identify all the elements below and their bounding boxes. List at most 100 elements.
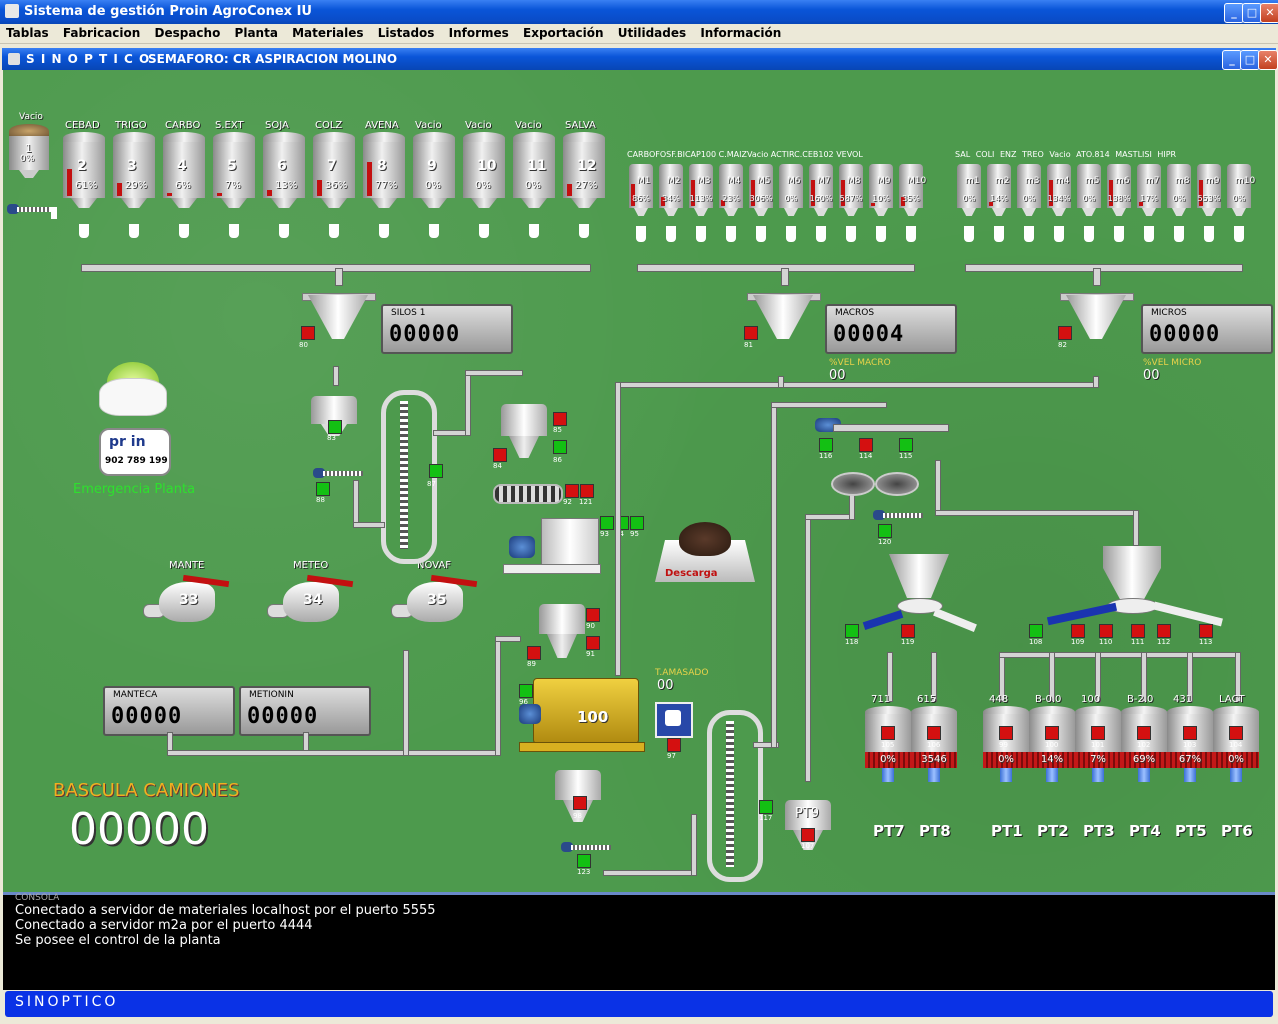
status-83[interactable] bbox=[328, 420, 342, 434]
status-84[interactable] bbox=[493, 448, 507, 462]
status-86[interactable] bbox=[553, 440, 567, 454]
status-118[interactable] bbox=[845, 624, 859, 638]
scale-hopper-micros[interactable] bbox=[1060, 293, 1134, 345]
status-98[interactable] bbox=[573, 796, 587, 810]
status-88[interactable] bbox=[316, 482, 330, 496]
product-silo-status[interactable] bbox=[927, 726, 941, 740]
macro-valve-icon[interactable] bbox=[846, 226, 856, 242]
menu-informacion[interactable]: Información bbox=[700, 26, 782, 40]
status-109[interactable] bbox=[1071, 624, 1085, 638]
micro-valve-icon[interactable] bbox=[1054, 226, 1064, 242]
micro-valve-icon[interactable] bbox=[1084, 226, 1094, 242]
sieve-2[interactable] bbox=[875, 472, 919, 496]
macro-valve-icon[interactable] bbox=[696, 226, 706, 242]
liquid-tank-35[interactable]: 35 bbox=[391, 574, 478, 626]
micro-valve-icon[interactable] bbox=[1204, 226, 1214, 242]
status-81[interactable] bbox=[744, 326, 758, 340]
product-silo-status[interactable] bbox=[1229, 726, 1243, 740]
hammer-mill[interactable] bbox=[503, 518, 601, 576]
status-115[interactable] bbox=[899, 438, 913, 452]
macro-valve-icon[interactable] bbox=[906, 226, 916, 242]
inner-minimize-button[interactable]: _ bbox=[1222, 50, 1242, 70]
menu-fabricacion[interactable]: Fabricacion bbox=[62, 26, 141, 40]
bottom-tab-bar[interactable]: SINOPTICO bbox=[5, 991, 1273, 1017]
status-110[interactable] bbox=[1099, 624, 1113, 638]
status-87[interactable] bbox=[429, 464, 443, 478]
status-82[interactable] bbox=[1058, 326, 1072, 340]
macro-valve-icon[interactable] bbox=[786, 226, 796, 242]
status-111[interactable] bbox=[1131, 624, 1145, 638]
micro-valve-icon[interactable] bbox=[964, 226, 974, 242]
micro-valve-icon[interactable] bbox=[1174, 226, 1184, 242]
hopper-84[interactable] bbox=[501, 404, 547, 464]
status-90[interactable] bbox=[586, 608, 600, 622]
status-116[interactable] bbox=[819, 438, 833, 452]
silo-valve-icon[interactable] bbox=[79, 224, 89, 238]
sieve-1[interactable] bbox=[831, 472, 875, 496]
silo-valve-icon[interactable] bbox=[479, 224, 489, 238]
macro-valve-icon[interactable] bbox=[816, 226, 826, 242]
menu-informes[interactable]: Informes bbox=[448, 26, 509, 40]
status-117[interactable] bbox=[759, 800, 773, 814]
macro-valve-icon[interactable] bbox=[636, 226, 646, 242]
macro-valve-icon[interactable] bbox=[756, 226, 766, 242]
status-93[interactable] bbox=[600, 516, 614, 530]
status-108[interactable] bbox=[1029, 624, 1043, 638]
menu-exportacion[interactable]: Exportación bbox=[523, 26, 604, 40]
status-80[interactable] bbox=[301, 326, 315, 340]
micro-valve-icon[interactable] bbox=[994, 226, 1004, 242]
status-113[interactable] bbox=[1199, 624, 1213, 638]
micro-valve-icon[interactable] bbox=[1144, 226, 1154, 242]
liquid-tank-34[interactable]: 34 bbox=[267, 574, 354, 626]
silo-valve-icon[interactable] bbox=[229, 224, 239, 238]
status-119[interactable] bbox=[901, 624, 915, 638]
micro-valve-icon[interactable] bbox=[1024, 226, 1034, 242]
emergencia-planta-button[interactable]: Emergencia Planta bbox=[73, 482, 196, 497]
micro-valve-icon[interactable] bbox=[1234, 226, 1244, 242]
silo-valve-icon[interactable] bbox=[429, 224, 439, 238]
inner-maximize-button[interactable]: □ bbox=[1240, 50, 1260, 70]
screw-conveyor-120[interactable] bbox=[873, 510, 927, 524]
menu-planta[interactable]: Planta bbox=[234, 26, 278, 40]
status-95[interactable] bbox=[630, 516, 644, 530]
silo-valve-icon[interactable] bbox=[129, 224, 139, 238]
status-123[interactable] bbox=[577, 854, 591, 868]
silo-valve-icon[interactable] bbox=[379, 224, 389, 238]
product-silo-status[interactable] bbox=[1091, 726, 1105, 740]
menu-despacho[interactable]: Despacho bbox=[154, 26, 221, 40]
inner-close-button[interactable]: ✕ bbox=[1258, 50, 1278, 70]
bucket-elevator-2[interactable] bbox=[707, 710, 763, 882]
maximize-button[interactable]: □ bbox=[1242, 3, 1262, 23]
micro-valve-icon[interactable] bbox=[1114, 226, 1124, 242]
product-silo-status[interactable] bbox=[1183, 726, 1197, 740]
product-silo-status[interactable] bbox=[1137, 726, 1151, 740]
status-121[interactable] bbox=[580, 484, 594, 498]
product-distributor-1[interactable] bbox=[889, 554, 949, 620]
close-button[interactable]: ✕ bbox=[1260, 3, 1278, 23]
vacio-bin[interactable]: 1 0% bbox=[9, 124, 49, 180]
status-92[interactable] bbox=[565, 484, 579, 498]
